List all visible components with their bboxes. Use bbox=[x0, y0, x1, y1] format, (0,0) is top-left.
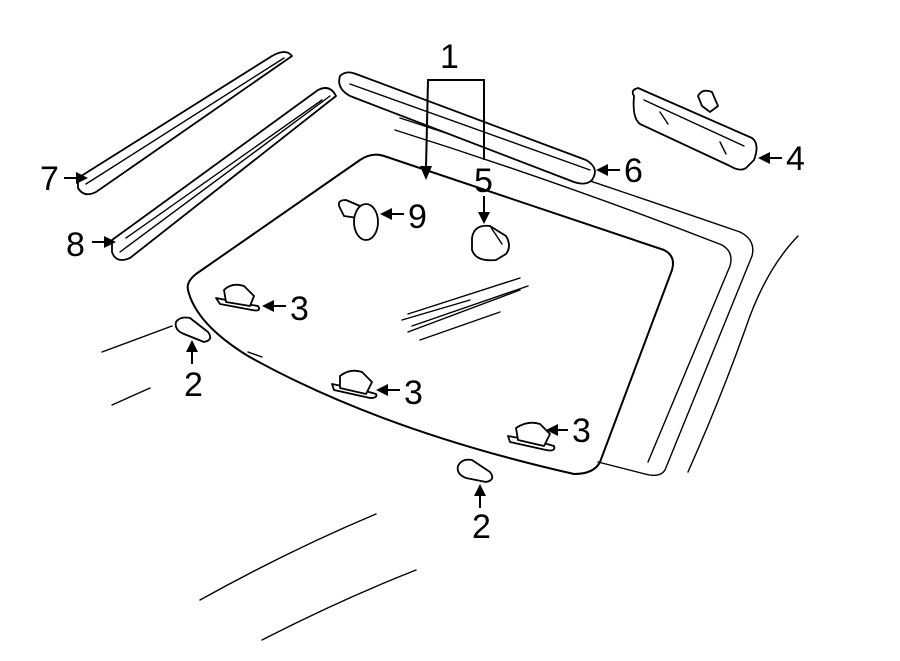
mirror-bracket-left bbox=[215, 283, 261, 312]
leader-lines bbox=[64, 79, 782, 508]
retainer-clip bbox=[471, 224, 510, 262]
callout-labels: 1 2 2 3 3 3 4 5 6 7 8 9 bbox=[40, 38, 805, 546]
callout-2-left: 2 bbox=[184, 366, 203, 404]
callout-1: 1 bbox=[440, 38, 459, 76]
side-molding-outer bbox=[77, 51, 293, 196]
mirror-bracket-right bbox=[507, 421, 556, 452]
side-molding-inner bbox=[111, 87, 337, 261]
callout-3-left: 3 bbox=[290, 290, 309, 328]
lower-molding-right bbox=[456, 458, 494, 483]
callout-4: 4 bbox=[786, 140, 805, 178]
callout-9: 9 bbox=[408, 198, 427, 236]
callout-7: 7 bbox=[40, 160, 59, 198]
callout-2-right: 2 bbox=[472, 508, 491, 546]
callout-8: 8 bbox=[66, 226, 85, 264]
windshield-glass bbox=[186, 153, 674, 475]
upper-molding bbox=[338, 71, 596, 185]
callout-3-center: 3 bbox=[404, 374, 423, 412]
push-pin bbox=[337, 199, 379, 241]
vehicle-body-outline bbox=[101, 117, 799, 641]
mirror-bracket-center bbox=[331, 369, 378, 399]
callout-5: 5 bbox=[474, 162, 493, 200]
callout-3-right: 3 bbox=[572, 412, 591, 450]
lower-molding-left bbox=[174, 316, 212, 343]
rear-view-mirror bbox=[631, 87, 758, 171]
callout-6: 6 bbox=[624, 152, 643, 190]
